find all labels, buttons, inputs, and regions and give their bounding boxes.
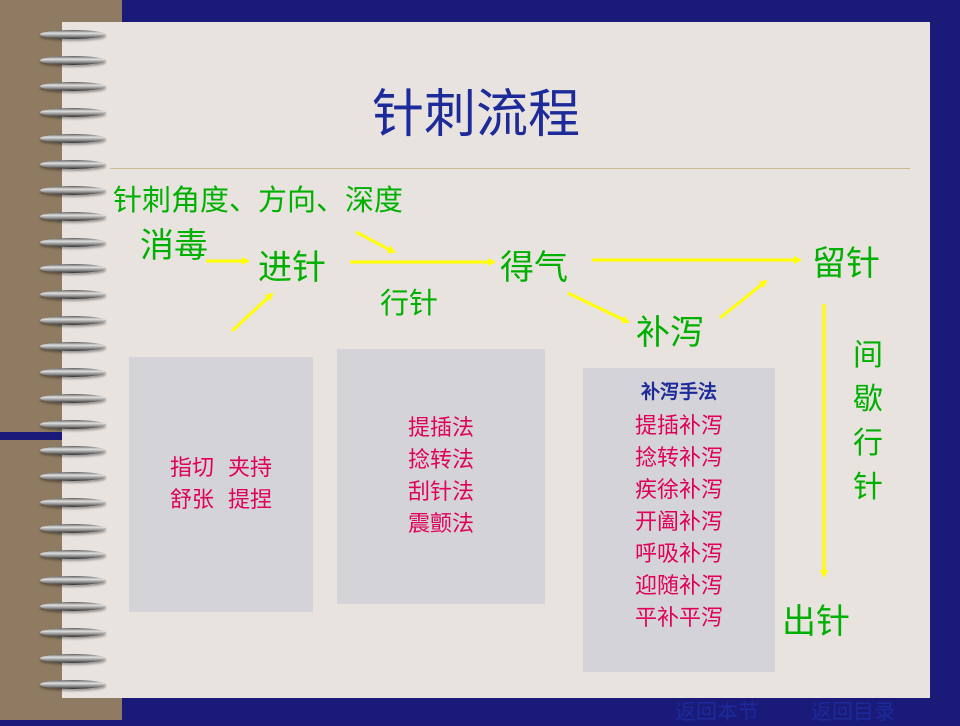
binding-coil <box>40 602 106 611</box>
tonify-reduce-node: 补泻 <box>636 313 704 353</box>
back-to-toc-link[interactable]: 返回目录 <box>811 700 895 724</box>
binding-coil <box>40 56 106 65</box>
binding-coil <box>40 628 106 637</box>
arrow-panel-to-insert <box>230 292 274 333</box>
binding-coil <box>40 524 106 533</box>
withdraw-needle-node: 出针 <box>782 602 850 642</box>
tonify-methods-text: 提插补泻 捻转补泻 疾徐补泻 开阖补泻 呼吸补泻 迎随补泻 平补平泻 <box>634 414 723 631</box>
binding-coil <box>40 290 106 299</box>
binding-coil <box>40 108 106 117</box>
title-divider <box>110 168 910 169</box>
intermittent-manipulation-label: 间歇行针 <box>853 338 883 505</box>
manipulate-needle-label: 行针 <box>380 286 439 320</box>
binding-coil <box>40 680 106 689</box>
back-to-section-link[interactable]: 返回本节 <box>675 700 759 724</box>
angle-direction-depth-label: 针刺角度、方向、深度 <box>113 183 404 217</box>
binding-coil <box>40 316 106 325</box>
retain-needle-node: 留针 <box>812 244 880 284</box>
insertion-methods-panel: 指切 夹持 舒张 提捏 <box>129 357 313 612</box>
binding-coil <box>40 368 106 377</box>
binding-coil <box>40 654 106 663</box>
insert-needle-node: 进针 <box>258 248 326 288</box>
binding-coil <box>40 446 106 455</box>
binding-coil <box>40 550 106 559</box>
page-title: 针刺流程 <box>372 85 581 145</box>
binding-coil <box>40 342 106 351</box>
binding-coil <box>40 134 106 143</box>
disinfect-node: 消毒 <box>140 226 208 266</box>
manipulation-methods-text: 提插法 捻转法 刮针法 震颤法 <box>407 416 474 537</box>
binding-coil <box>40 472 106 481</box>
binding-coil <box>40 576 106 585</box>
insertion-methods-text: 指切 夹持 舒张 提捏 <box>170 456 272 513</box>
arrow-deqi-to-tonify <box>567 291 630 324</box>
binding-coil <box>40 160 106 169</box>
manipulation-methods-panel: 提插法 捻转法 刮针法 震颤法 <box>337 349 545 604</box>
arrow-angle-to-manipulate <box>355 230 396 254</box>
binding-coil <box>40 30 106 39</box>
binding-coil <box>40 186 106 195</box>
tonify-methods-panel: 补泻手法 提插补泻 捻转补泻 疾徐补泻 开阖补泻 呼吸补泻 迎随补泻 平补平泻 <box>583 368 775 672</box>
binding-coil <box>40 238 106 247</box>
deqi-node: 得气 <box>500 248 568 288</box>
binding-coil <box>40 264 106 273</box>
binding-coil <box>40 498 106 507</box>
binding-coil <box>40 212 106 221</box>
binding-coil <box>40 82 106 91</box>
arrow-tonify-to-retain <box>719 279 768 320</box>
binding-coil <box>40 420 106 429</box>
tonify-methods-title: 补泻手法 <box>640 381 717 403</box>
binding-coil <box>40 394 106 403</box>
